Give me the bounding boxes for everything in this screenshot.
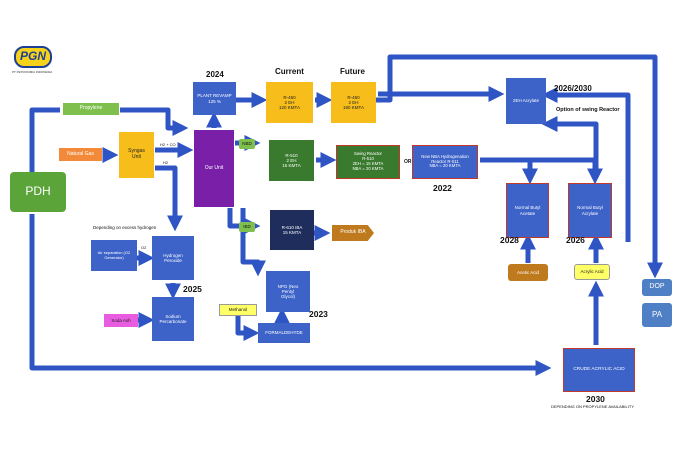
swing-option-label: Option of swing Reactor [556, 107, 620, 113]
arrows-layer [29, 54, 664, 377]
year-2030: 2030 [586, 394, 605, 404]
arrow-methanol-form [235, 315, 260, 342]
arrow-crude-2eh [541, 86, 631, 242]
logo-text: PGN [19, 49, 46, 64]
header-2026-2030: 2026/2030 [554, 84, 592, 93]
year-2022: 2022 [433, 183, 452, 193]
r450-future-box: R-450 2 EH 180 KMTA [331, 82, 376, 123]
header-2024: 2024 [206, 70, 224, 79]
arrow-future-top [376, 54, 664, 279]
2eh-acrylate-box: 2EH Acrylate [506, 78, 546, 124]
pgn-logo: PGN [14, 46, 52, 68]
our-unit-box: Our Unit [194, 130, 234, 207]
propylene-box: Propylene [63, 103, 119, 115]
logo-subtitle: PT PETROKIMIA INDONESIA [12, 70, 53, 74]
npg-box: NPG (Neo Pentyl Glycol) [266, 271, 310, 312]
normal-butyl-acrylate-box: Normal Butyl Acrylate [568, 183, 612, 238]
produk-iba-box: Produk IBA [332, 225, 374, 241]
acetic-acid-box: Acetic Acid [508, 264, 548, 281]
nbd-tag: NBD [239, 139, 255, 149]
soda-ash-box: Soda Ash [104, 314, 138, 327]
or-label: OR [404, 159, 412, 165]
crude-acrylic-acid-box: CRUDE ACRYLIC ACID [563, 348, 635, 392]
h2co-label: H2 + CO [160, 142, 176, 147]
arrow-propylene-ourunit [120, 107, 189, 137]
acrylic-acid-box: Acrylic Acid [574, 264, 610, 280]
nba-hydrogenation-box: New NBA Hydrogenation Reactor R-511 NBA … [412, 145, 478, 179]
plant-revamp-box: PLANT REVAMP 125 % [193, 82, 236, 115]
year-2025: 2025 [183, 284, 202, 294]
pdh-box: PDH [10, 172, 66, 212]
hydrogen-peroxide-box: Hydrogen Peroxide [152, 236, 194, 280]
formaldehyde-box: FORMALDEHYDE [258, 323, 310, 343]
natural-gas-box: Natural Gas [59, 148, 102, 161]
arrow-pdh-up [29, 107, 60, 174]
arrow-swing-option [541, 115, 599, 176]
methanol-box: Methanol [219, 304, 257, 316]
normal-butyl-acetate-box: Normal Butyl Acetate [506, 183, 549, 238]
r510-box: R-510 2 EH 15 KMTA [269, 140, 314, 181]
sodium-percarbonate-box: Sodium Percarbonate [152, 297, 194, 341]
air-separation-box: Air separation (O2 Generator) [91, 240, 137, 271]
dop-box: DOP [642, 279, 672, 296]
syngas-unit-box: Syngas Unit [119, 132, 154, 178]
swing-reactor-box: Swing Reactor R-510 2EH = 15 KMTA NBA = … [336, 145, 400, 179]
arrow-nbahydro-nbacrylate [480, 157, 604, 185]
header-future: Future [340, 67, 365, 76]
pa-box: PA [642, 303, 672, 327]
h2-label: H2 [163, 160, 169, 165]
year-2028: 2028 [500, 235, 519, 245]
propylene-availability-label: DEPENDING ON PROPYLENE AVAILABILITY [551, 404, 634, 409]
o2-label: O2 [141, 245, 147, 250]
arrow-pdh-bottom [29, 214, 552, 377]
arrow-nbahydro-nbacetate [480, 157, 539, 185]
r610-iba-box: R-610 IBA 15 KMTA [270, 210, 314, 250]
excess-hydrogen-label: Depending on excess hydrogen [93, 225, 157, 230]
year-2023: 2023 [309, 309, 328, 319]
arrow-syngas-h2 [155, 165, 184, 232]
ibd-tag: IBD [239, 222, 255, 232]
arrow-ourunit-npg [240, 208, 267, 277]
year-2026: 2026 [566, 235, 585, 245]
header-current: Current [275, 67, 304, 76]
r450-current-box: R-450 2 EH 120 KMTA [266, 82, 313, 123]
